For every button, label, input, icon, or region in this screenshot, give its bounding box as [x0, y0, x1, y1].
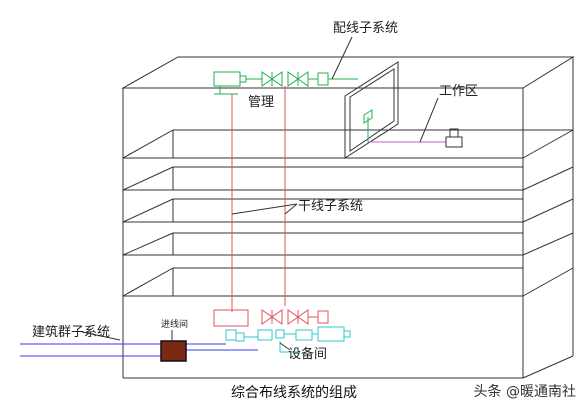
building-outline: [121, 56, 575, 379]
entrance-box: [160, 340, 187, 362]
diagram-caption: 综合布线系统的组成: [231, 385, 357, 401]
backbone-cables: [231, 86, 286, 312]
floor-1: [122, 129, 574, 191]
floor-2: [122, 198, 574, 223]
label-horizontal-subsystem: 配线子系统: [333, 21, 398, 36]
label-backbone-subsystem: 干线子系统: [298, 199, 363, 214]
label-equipment-room: 设备间: [288, 346, 327, 362]
watermark: 头条 @暖通南社: [473, 384, 576, 400]
label-building-complex-subsystem: 建筑群子系统: [32, 324, 110, 340]
label-entrance-room: 进线间: [161, 318, 188, 330]
leader-lines: [81, 36, 439, 351]
campus-cables: [20, 343, 258, 357]
equipment-room-devices: [213, 309, 351, 353]
work-area-terminal: [445, 128, 463, 148]
building-floors: [122, 129, 574, 297]
management-equipment: [213, 71, 358, 95]
work-area-outlet: [363, 109, 373, 142]
floor-3: [122, 267, 574, 297]
building-roof: [121, 56, 575, 89]
label-management: 管理: [248, 95, 274, 110]
label-work-area: 工作区: [439, 84, 478, 99]
work-area-panel: [344, 61, 399, 159]
